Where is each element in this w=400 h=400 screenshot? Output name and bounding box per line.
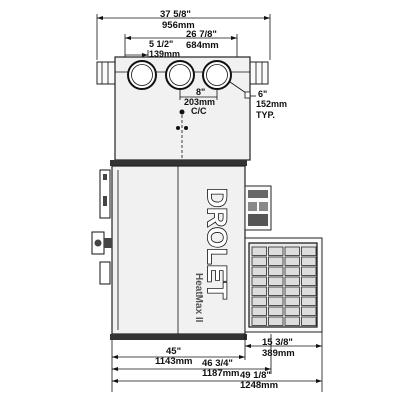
supply-collars	[127, 60, 232, 90]
filter-cell	[268, 296, 284, 306]
filter-cell	[251, 266, 267, 276]
filter-cell	[301, 286, 317, 296]
filter-cell	[268, 306, 284, 316]
brand-logo: DROLET	[201, 187, 233, 300]
collar-spacing-metric: 203mm	[184, 97, 215, 107]
filter-cell	[301, 306, 317, 316]
collar-offset-metric: 139mm	[149, 49, 180, 59]
total-depth-metric: 1248mm	[240, 380, 278, 391]
brand-name: DROLET	[202, 188, 232, 300]
body-width-metric: 1143mm	[155, 356, 193, 367]
filter-cell	[284, 316, 300, 326]
filter-cell	[284, 246, 300, 256]
collar-spacing-note: C/C	[191, 106, 207, 116]
filter-panel	[244, 237, 323, 333]
filter-cell	[251, 316, 267, 326]
filter-cell	[301, 256, 317, 266]
filter-cell	[251, 276, 267, 286]
filter-cell	[268, 246, 284, 256]
filter-cell	[301, 266, 317, 276]
filter-cell	[251, 256, 267, 266]
filter-cell	[284, 276, 300, 286]
model-label: HeatMax II	[193, 273, 204, 323]
filter-cell	[301, 296, 317, 306]
filter-cell	[268, 256, 284, 266]
filter-cell	[251, 306, 267, 316]
outer-collars-imperial: 26 7/8"	[186, 29, 217, 40]
filter-cell	[301, 276, 317, 286]
overall-width-metric: 956mm	[162, 20, 195, 31]
collar-offset-imperial: 5 1/2"	[149, 39, 173, 49]
filter-cell	[268, 276, 284, 286]
filter-cell	[284, 286, 300, 296]
filter-cell	[284, 256, 300, 266]
filter-cell	[284, 296, 300, 306]
filter-cell	[268, 316, 284, 326]
top-dimensions: 37 5/8" 956mm 26 7/8" 684mm 5 1/2" 139mm	[96, 9, 271, 62]
filter-cell	[251, 246, 267, 256]
filter-cell	[268, 266, 284, 276]
filter-cell	[251, 296, 267, 306]
overall-width-imperial: 37 5/8"	[160, 9, 191, 20]
filter-cell	[251, 286, 267, 296]
bottom-dimensions: 15 3/8" 389mm 45" 1143mm 46 3/4" 1187mm …	[111, 332, 323, 392]
filter-cell	[301, 316, 317, 326]
furnace-body	[91, 160, 272, 340]
filter-cell	[301, 246, 317, 256]
collar-diameter-metric: 152mm	[256, 99, 287, 109]
filter-cell	[284, 306, 300, 316]
body-panel-imperial: 46 3/4"	[202, 358, 233, 369]
body-panel-metric: 1187mm	[202, 368, 240, 379]
outer-collars-metric: 684mm	[186, 40, 219, 51]
model-name: HeatMax II	[193, 273, 204, 323]
filter-width-imperial: 15 3/8"	[262, 337, 293, 348]
filter-cell	[284, 266, 300, 276]
collar-spacing-imperial: 8"	[196, 87, 205, 97]
collar-callouts: 8" 203mm C/C 6" 152mm TYP.	[179, 81, 287, 120]
total-depth-imperial: 49 1/8"	[240, 370, 271, 381]
filter-width-metric: 389mm	[262, 348, 295, 359]
body-width-imperial: 45"	[166, 346, 181, 357]
filter-grid	[251, 246, 317, 326]
collar-diameter-note: TYP.	[256, 110, 275, 120]
filter-cell	[268, 286, 284, 296]
collar-diameter-imperial: 6"	[258, 89, 267, 99]
